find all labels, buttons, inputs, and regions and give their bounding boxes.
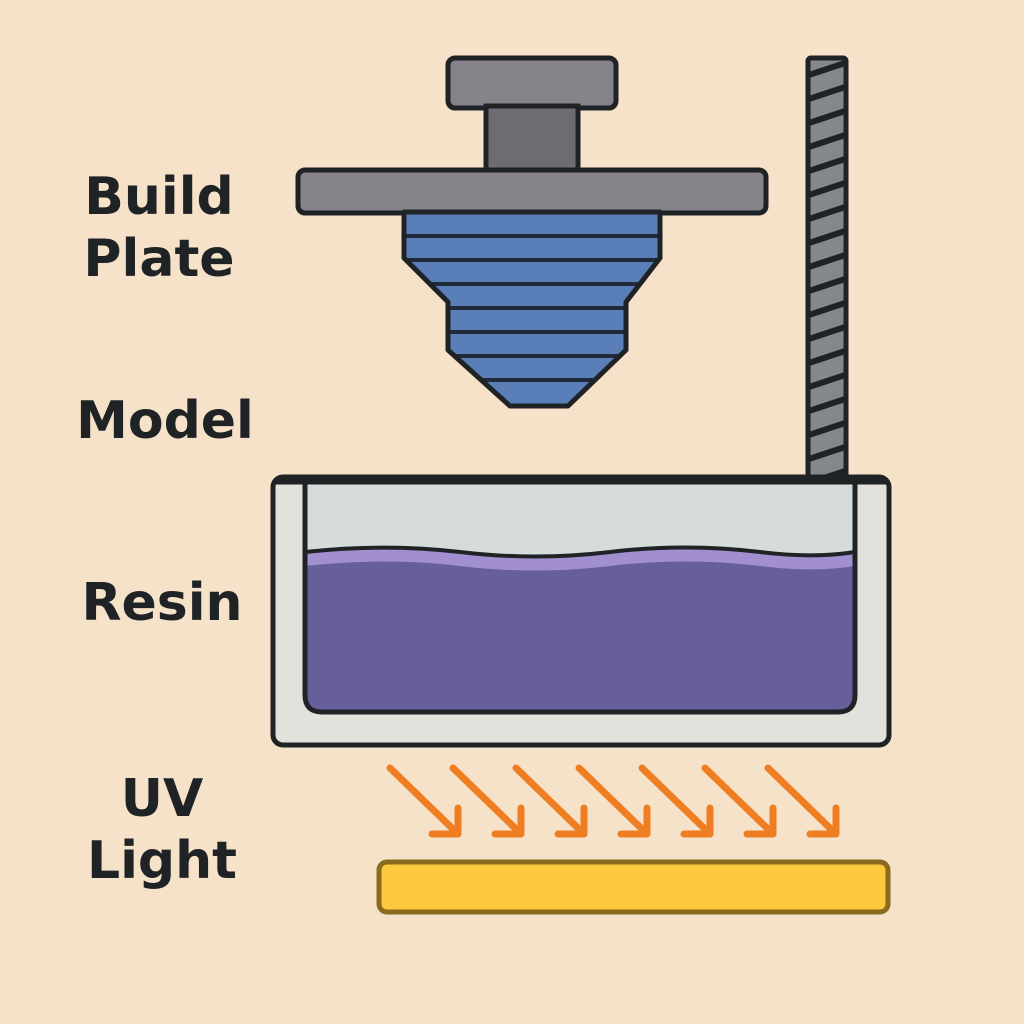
build-plate-label-line-1: Build bbox=[84, 167, 234, 227]
resin-label: Resin bbox=[81, 573, 243, 633]
screw-thread-stripe bbox=[808, 251, 846, 271]
model-outline bbox=[401, 209, 663, 409]
uv-light-label: UV Light bbox=[64, 768, 260, 892]
screw-thread-stripe bbox=[808, 59, 846, 79]
screw-thread-stripe bbox=[808, 371, 846, 391]
screw-thread-stripe bbox=[808, 443, 846, 463]
screw-thread-stripe bbox=[808, 275, 846, 295]
arrow-down-right-icon bbox=[764, 764, 840, 838]
screw-thread-stripe bbox=[808, 347, 846, 367]
build-plate-stem bbox=[483, 103, 581, 175]
build-plate-label-line-2: Plate bbox=[83, 229, 235, 289]
build-plate-platform bbox=[295, 167, 769, 216]
lead-screw bbox=[805, 55, 849, 555]
build-plate-cap bbox=[445, 55, 619, 111]
screw-thread-stripe bbox=[808, 107, 846, 127]
screw-thread-stripe bbox=[808, 419, 846, 439]
model bbox=[401, 209, 663, 409]
screw-thread-stripe bbox=[808, 227, 846, 247]
screw-thread-stripe bbox=[808, 155, 846, 175]
uv-light-bar bbox=[376, 859, 891, 915]
uv-light-label-line-2: Light bbox=[86, 831, 238, 891]
uv-light-label-line-1: UV bbox=[120, 769, 204, 829]
model-label: Model bbox=[76, 391, 254, 451]
vat-inner-wall bbox=[302, 482, 858, 715]
arrow-down-right-icon bbox=[512, 764, 588, 838]
screw-thread-stripe bbox=[808, 179, 846, 199]
resin-surface-band bbox=[305, 547, 855, 571]
build-plate bbox=[295, 55, 769, 216]
resin-surface-line bbox=[304, 545, 856, 559]
arrow-down-right-icon bbox=[449, 764, 525, 838]
uv-arrows bbox=[386, 764, 840, 838]
resin-liquid bbox=[305, 547, 855, 712]
screw-thread-stripe bbox=[808, 131, 846, 151]
screw-thread-stripe bbox=[808, 395, 846, 415]
screw-thread-stripe bbox=[808, 83, 846, 103]
resin-vat bbox=[270, 474, 892, 748]
screw-thread-stripe bbox=[808, 299, 846, 319]
arrow-down-right-icon bbox=[386, 764, 462, 838]
arrow-down-right-icon bbox=[701, 764, 777, 838]
build-plate-label: Build Plate bbox=[64, 166, 254, 290]
screw-thread-stripe bbox=[808, 203, 846, 223]
screw-thread-stripe bbox=[808, 323, 846, 343]
vat-inner-air bbox=[305, 482, 855, 556]
arrow-down-right-icon bbox=[575, 764, 651, 838]
arrow-down-right-icon bbox=[638, 764, 714, 838]
